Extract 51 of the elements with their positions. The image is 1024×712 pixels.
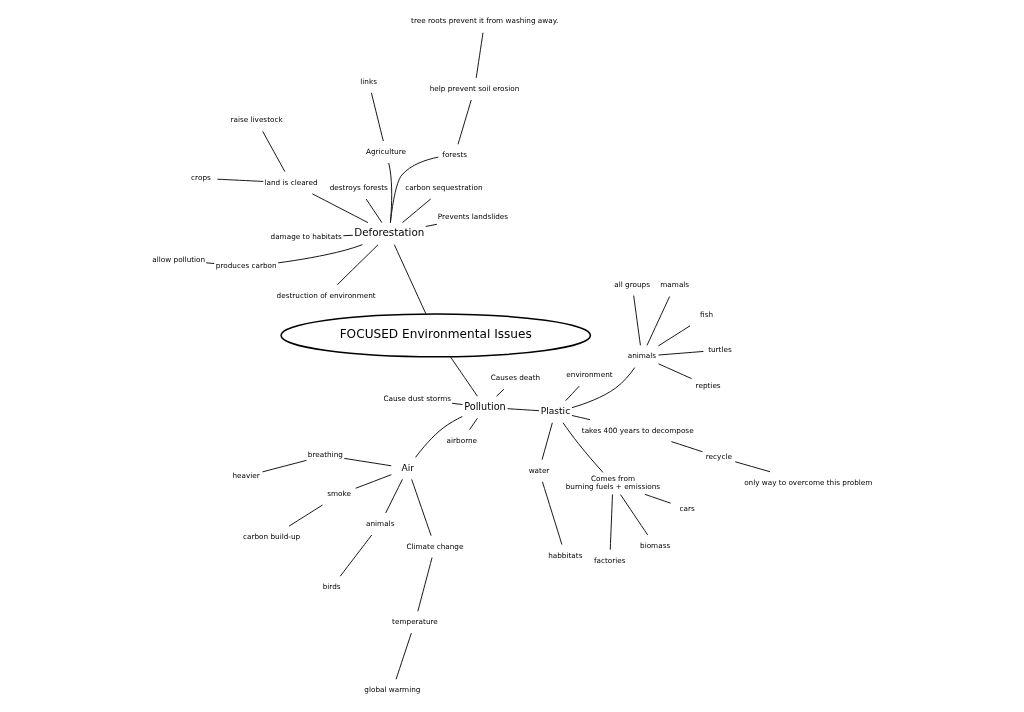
connector — [570, 415, 591, 421]
connector — [541, 422, 553, 461]
connector — [216, 178, 264, 182]
connector — [564, 385, 580, 402]
connector — [393, 244, 426, 315]
connector — [646, 296, 670, 346]
connector — [205, 262, 215, 265]
connector — [288, 504, 323, 527]
connector — [424, 223, 437, 227]
connector — [541, 481, 562, 545]
connector — [657, 363, 692, 380]
connector — [449, 356, 478, 397]
connector — [342, 234, 353, 237]
connector — [506, 408, 539, 412]
connector — [643, 493, 671, 504]
connector — [343, 457, 392, 467]
connector — [562, 422, 603, 473]
connector — [336, 244, 378, 286]
node-text: Air — [401, 462, 414, 473]
connector — [657, 325, 691, 347]
connector — [261, 130, 285, 173]
node-ellipse: FOCUSED Environmental Issues — [279, 313, 591, 358]
connector — [657, 350, 704, 356]
connector — [416, 557, 433, 612]
connector — [389, 156, 439, 224]
connector — [451, 402, 463, 405]
connector — [734, 461, 771, 473]
connector — [401, 198, 431, 224]
connector — [495, 388, 504, 397]
connector — [354, 474, 392, 489]
connector — [339, 534, 372, 577]
connector — [570, 367, 635, 409]
connector — [384, 478, 403, 514]
connector — [261, 459, 307, 473]
connector — [632, 295, 641, 346]
connector — [475, 32, 483, 79]
node-text: Plastic — [540, 405, 570, 416]
connector — [370, 92, 384, 142]
node-text: Deforestation — [353, 226, 424, 239]
connector — [395, 632, 412, 680]
connector — [670, 441, 703, 453]
connector — [619, 494, 648, 536]
connector — [457, 99, 472, 145]
node-text: Pollution — [463, 400, 506, 412]
connector — [311, 193, 368, 224]
connector — [410, 478, 432, 537]
connector — [277, 244, 363, 264]
connector — [365, 198, 382, 224]
connector — [609, 494, 613, 551]
connector — [414, 416, 463, 458]
connector — [468, 417, 478, 431]
